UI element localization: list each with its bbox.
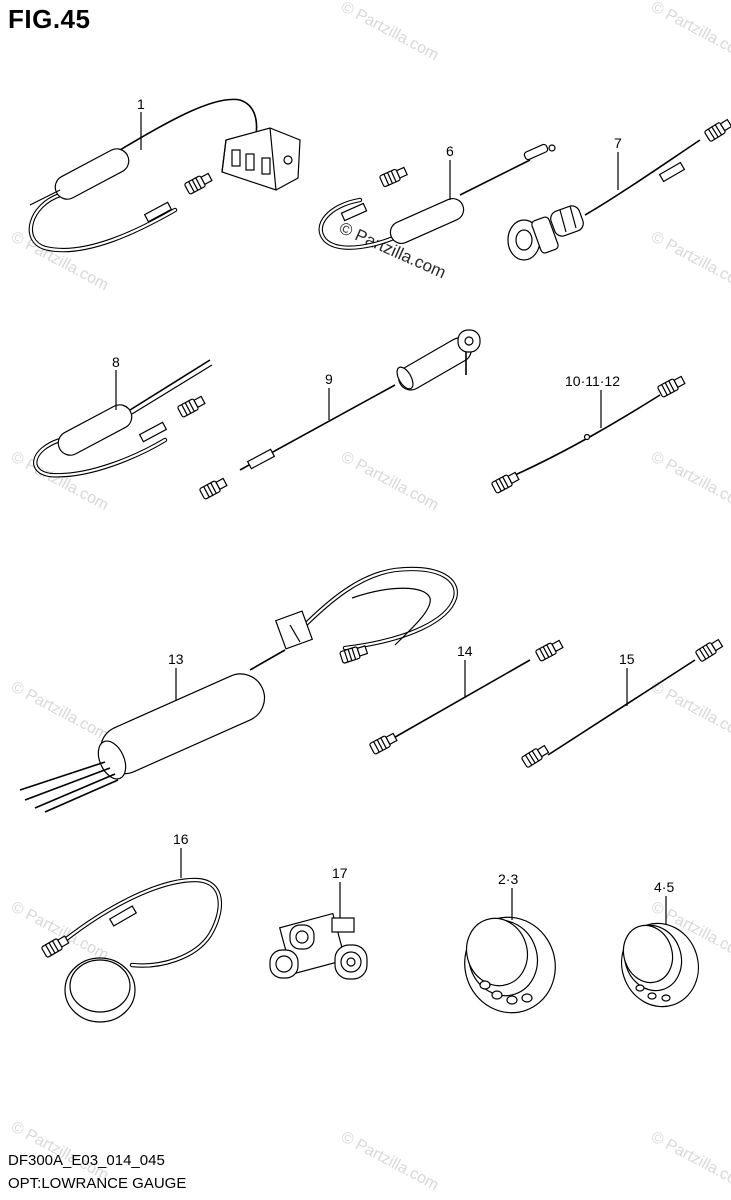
ring-icon	[621, 922, 699, 1008]
watermark: © Partzilla.com	[648, 1129, 731, 1195]
watermark: © Partzilla.com	[338, 449, 441, 515]
ring-icon	[464, 916, 556, 1014]
connector-icon	[176, 394, 207, 419]
watermark: © Partzilla.com	[8, 899, 111, 965]
part-6-sensor-cable	[318, 143, 556, 250]
watermark: © Partzilla.com	[648, 229, 731, 295]
callout-1: 1	[137, 96, 145, 112]
connector-icon	[183, 171, 214, 196]
connector-icon	[198, 476, 229, 501]
connector-icon	[656, 374, 687, 399]
tee-connector-icon	[269, 912, 368, 980]
callout-6: 6	[446, 143, 454, 159]
callout-14: 14	[457, 643, 473, 659]
connector-icon	[534, 638, 565, 663]
connector-icon	[368, 731, 399, 756]
part-9-fuel-sensor-cable	[198, 329, 481, 501]
figure-name: OPT:LOWRANCE GAUGE	[8, 1175, 187, 1192]
callout-4-5: 4·5	[654, 879, 674, 895]
part-1-transducer	[28, 98, 301, 253]
transducer-icon	[221, 127, 301, 191]
watermark: © Partzilla.com	[8, 449, 111, 515]
watermark: © Partzilla.com	[338, 0, 441, 64]
connector-icon	[703, 117, 731, 143]
callout-15: 15	[619, 651, 635, 667]
watermark: © Partzilla.com	[8, 679, 111, 745]
callout-10-11-12: 10·11·12	[565, 373, 620, 389]
sensor-icon	[507, 205, 584, 261]
connector-icon	[490, 470, 521, 495]
part-16-gps-antenna	[40, 877, 223, 1023]
watermark: © Partzilla.com	[648, 0, 731, 64]
callout-16: 16	[173, 831, 189, 847]
connector-icon	[378, 165, 409, 188]
watermark: © Partzilla.com	[648, 679, 731, 745]
callout-9: 9	[325, 371, 333, 387]
connector-icon	[694, 637, 725, 663]
callout-13: 13	[168, 651, 184, 667]
watermark: © Partzilla.com	[8, 229, 111, 295]
watermark: © Partzilla.com	[648, 449, 731, 515]
watermark: © Partzilla.com	[338, 1129, 441, 1195]
figure-title: FIG.45	[8, 4, 91, 34]
callout-2-3: 2·3	[498, 871, 518, 887]
connector-icon	[520, 743, 551, 769]
part-8-power-cable	[33, 359, 213, 478]
callout-7: 7	[614, 135, 622, 151]
part-7-thru-hull-sensor	[507, 117, 731, 261]
callout-17: 17	[332, 865, 348, 881]
figure-code: DF300A_E03_014_045	[8, 1152, 165, 1169]
part-14-cable	[368, 638, 565, 756]
part-10-11-12-extension-cable	[490, 374, 687, 495]
part-15-cable	[520, 637, 725, 769]
part-13-gateway-harness	[19, 566, 458, 813]
callout-8: 8	[112, 354, 120, 370]
